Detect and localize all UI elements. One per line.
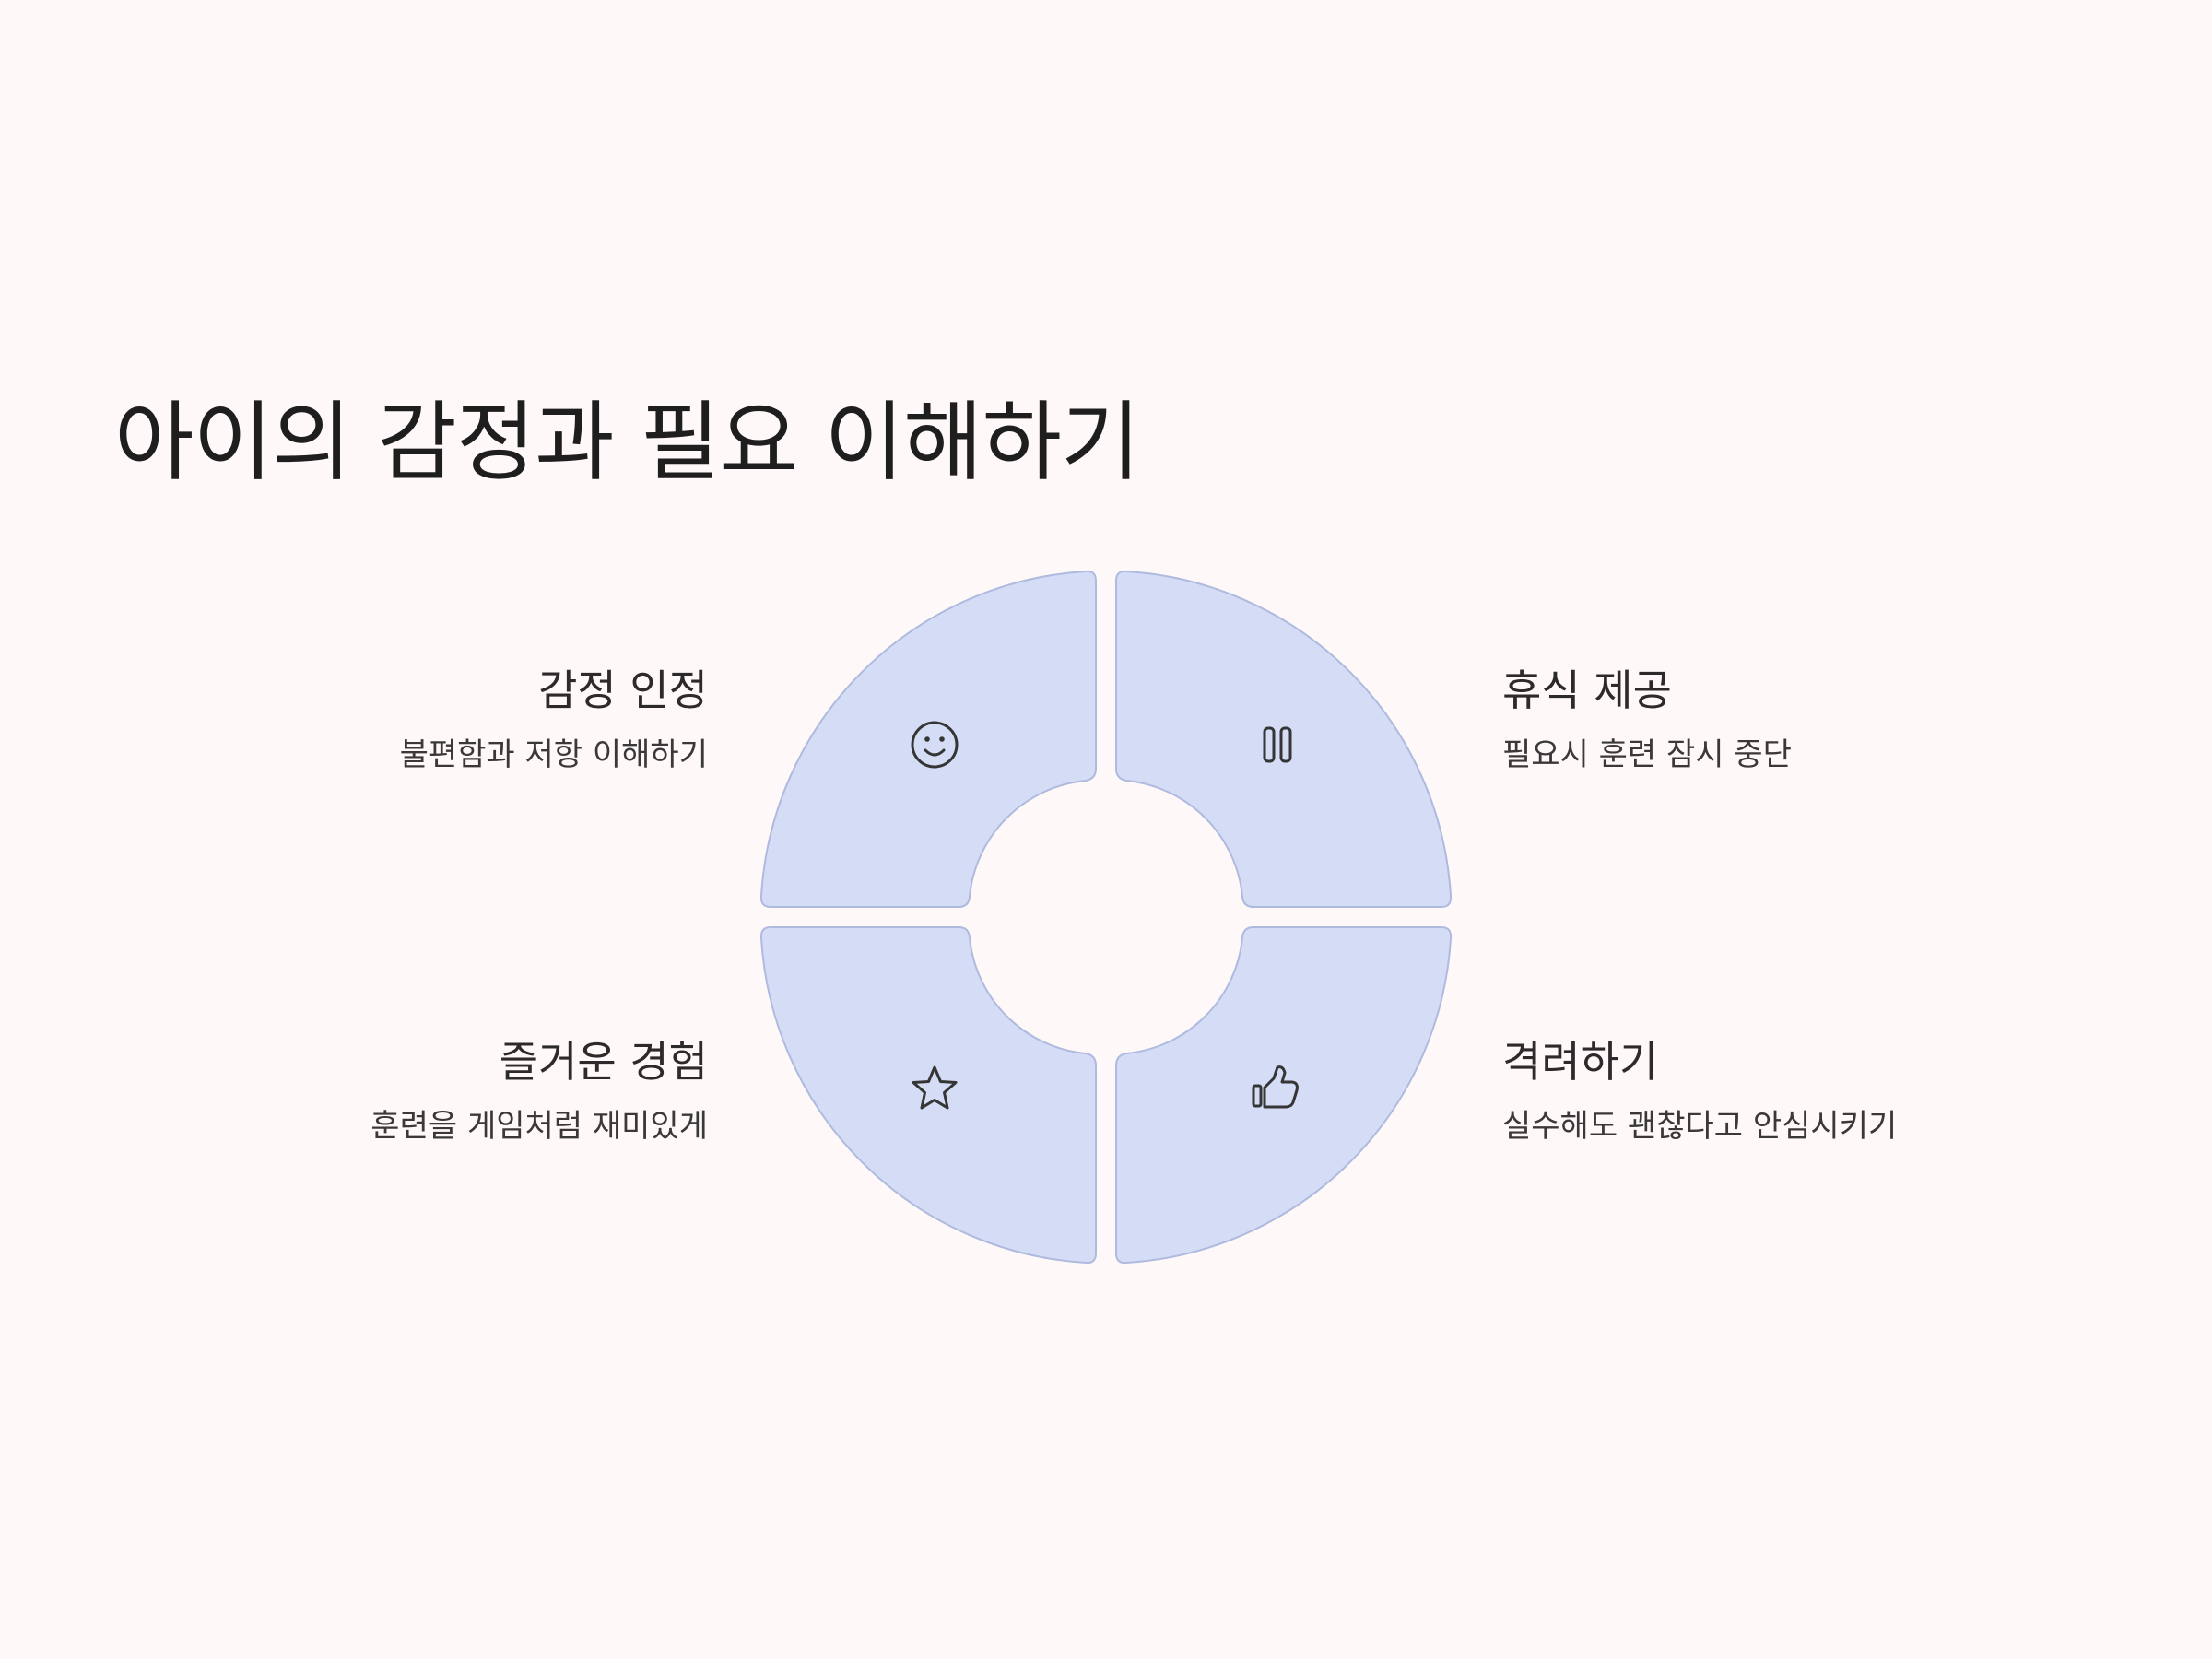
segment-shape-bottom-left bbox=[759, 926, 1097, 1265]
segment-shape-bottom-right bbox=[1115, 926, 1453, 1265]
thumbs-up-icon bbox=[1252, 1065, 1299, 1109]
pause-icon bbox=[1263, 726, 1292, 763]
segment-fun-experience bbox=[759, 926, 1097, 1265]
label-heading: 즐거운 경험 bbox=[499, 1037, 708, 1087]
label-bottom-left: 즐거운 경험 훈련을 게임처럼 재미있게 bbox=[155, 1037, 708, 1146]
label-description: 훈련을 게임처럼 재미있게 bbox=[371, 1108, 708, 1146]
segment-shape-top-right bbox=[1115, 570, 1453, 908]
label-top-right: 휴식 제공 필요시 훈련 잠시 중단 bbox=[1502, 665, 2055, 774]
label-description: 불편함과 저항 이해하기 bbox=[399, 736, 708, 774]
label-heading: 격려하기 bbox=[1502, 1037, 1659, 1087]
page-title: 아이의 감정과 필요 이해하기 bbox=[114, 393, 1140, 493]
label-top-left: 감정 인정 불편함과 저항 이해하기 bbox=[155, 665, 708, 774]
segment-encouragement bbox=[1115, 926, 1453, 1265]
segment-rest bbox=[1115, 570, 1453, 908]
label-description: 필요시 훈련 잠시 중단 bbox=[1502, 736, 1792, 774]
label-heading: 휴식 제공 bbox=[1502, 665, 1672, 715]
segment-emotion-acknowledgement bbox=[759, 570, 1097, 908]
label-bottom-right: 격려하기 실수해도 괜찮다고 안심시키기 bbox=[1502, 1037, 2055, 1146]
star-icon bbox=[912, 1065, 958, 1110]
label-heading: 감정 인정 bbox=[538, 665, 708, 715]
label-description: 실수해도 괜찮다고 안심시키기 bbox=[1502, 1108, 1898, 1146]
smile-icon bbox=[911, 721, 959, 769]
